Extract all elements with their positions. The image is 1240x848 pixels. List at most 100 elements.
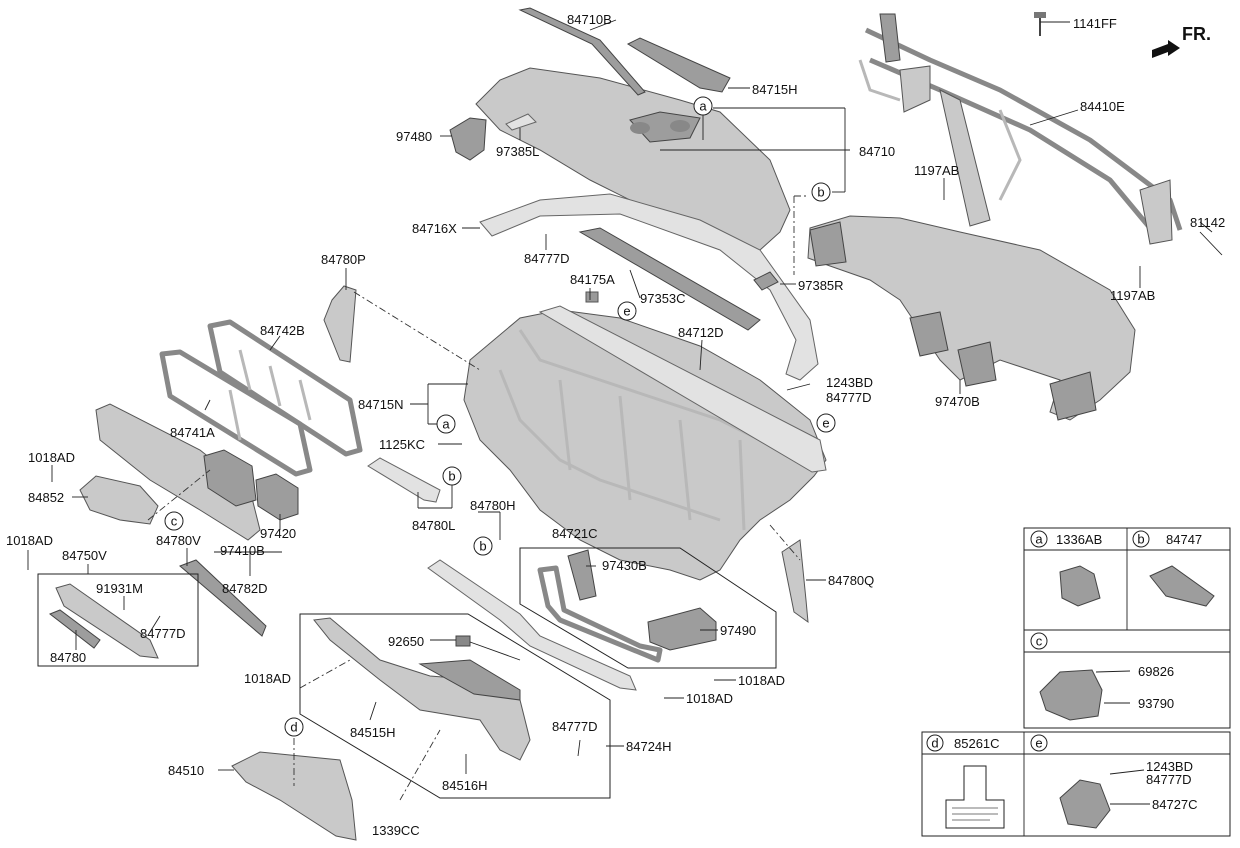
legend-b-part: 84747 <box>1166 532 1202 547</box>
svg-text:a: a <box>1035 532 1043 547</box>
cover-97385R <box>753 271 779 291</box>
callout-c-left: c <box>164 511 184 531</box>
glove-box-housing-84724H <box>313 617 531 761</box>
legend-e-part3: 84727C <box>1152 797 1198 812</box>
legend-table <box>921 527 1231 837</box>
label-84410E: 84410E <box>1080 99 1125 114</box>
label-84710: 84710 <box>859 144 895 159</box>
label-84777D-glove: 84777D <box>552 719 598 734</box>
label-84710B: 84710B <box>567 12 612 27</box>
svg-text:b: b <box>479 539 486 554</box>
vent-97490 <box>647 607 717 651</box>
label-1243BD-mid: 1243BD <box>826 375 873 390</box>
label-84721C: 84721C <box>552 526 598 541</box>
legend-cell-c: c 69826 93790 <box>1030 632 1174 721</box>
label-85261C-icon <box>945 765 1005 829</box>
group-box-84750V <box>37 573 199 667</box>
callout-d-glove: d <box>284 717 304 737</box>
callout-a-top: a <box>693 96 713 116</box>
callout-b-mid: b <box>442 466 462 486</box>
callout-e-mid: e <box>816 413 836 433</box>
trim-91931M <box>55 583 159 659</box>
label-84175A: 84175A <box>570 272 615 287</box>
label-84780V: 84780V <box>156 533 201 548</box>
vent-97430B <box>567 549 597 601</box>
glove-box-lid-84510 <box>231 751 357 841</box>
legend-cell-d: d 85261C <box>926 734 1005 829</box>
lower-panel-84782D <box>95 403 261 541</box>
label-97420: 97420 <box>260 526 296 541</box>
label-97480: 97480 <box>396 129 432 144</box>
svg-text:d: d <box>290 720 297 735</box>
label-84780Q: 84780Q <box>828 573 874 588</box>
label-1018AD-r1: 1018AD <box>738 673 785 688</box>
strip-84780V <box>179 559 267 637</box>
trim-84780H <box>427 559 637 691</box>
label-92650-icon <box>455 635 471 647</box>
svg-text:b: b <box>817 185 824 200</box>
label-84741A: 84741A <box>170 425 215 440</box>
label-1197AB-bottom: 1197AB <box>1110 288 1155 303</box>
label-97430B: 97430B <box>602 558 647 573</box>
frame-84721C <box>537 565 663 663</box>
svg-text:a: a <box>699 99 707 114</box>
crash-pad-upper <box>475 67 791 251</box>
part-84727C-icon <box>1059 779 1111 829</box>
legend-a-part: 1336AB <box>1056 532 1102 547</box>
label-97410B: 97410B <box>220 543 265 558</box>
svg-text:c: c <box>1036 634 1043 649</box>
vent-97410B <box>203 449 257 507</box>
speaker-grille-84715H <box>626 37 731 93</box>
legend-c-part1: 69826 <box>1138 664 1174 679</box>
label-84852: 84852 <box>28 490 64 505</box>
clip-1336AB-icon <box>1059 565 1101 607</box>
front-arrow-icon <box>1152 40 1180 58</box>
svg-text:e: e <box>623 304 630 319</box>
label-84724H: 84724H <box>626 739 672 754</box>
label-1018AD-far: 1018AD <box>6 533 53 548</box>
svg-text:c: c <box>171 514 178 529</box>
label-84510: 84510 <box>168 763 204 778</box>
cover-97385L <box>505 113 537 131</box>
label-97470B: 97470B <box>935 394 980 409</box>
vent-97480 <box>449 117 487 161</box>
label-91931M: 91931M <box>96 581 143 596</box>
label-92650: 92650 <box>388 634 424 649</box>
label-1141FF: 1141FF <box>1073 16 1117 31</box>
bezel-84742B <box>207 319 363 457</box>
label-84777D-mid: 84777D <box>826 390 872 405</box>
label-84715H: 84715H <box>752 82 798 97</box>
group-box-84721C <box>519 547 777 669</box>
label-97385R: 97385R <box>798 278 844 293</box>
label-1018AD-glove: 1018AD <box>244 671 291 686</box>
svg-text:a: a <box>442 417 450 432</box>
label-84780L: 84780L <box>412 518 455 533</box>
label-84750V: 84750V <box>62 548 107 563</box>
label-84712D: 84712D <box>678 325 724 340</box>
label-84780H: 84780H <box>470 498 516 513</box>
svg-text:d: d <box>931 736 938 751</box>
legend-cell-b: b 84747 <box>1132 530 1215 607</box>
legend-c-part2: 93790 <box>1138 696 1174 711</box>
label-97490: 97490 <box>720 623 756 638</box>
label-84780: 84780 <box>50 650 86 665</box>
label-84715N: 84715N <box>358 397 404 412</box>
air-duct-97470B <box>807 215 1136 421</box>
svg-text:b: b <box>1137 532 1144 547</box>
trim-84780Q <box>781 539 809 624</box>
label-1018AD-left: 1018AD <box>28 450 75 465</box>
legend-cell-a: a 1336AB <box>1030 530 1102 607</box>
svg-text:e: e <box>1035 736 1042 751</box>
callout-b-lower: b <box>473 536 493 556</box>
crash-pad-main-84712D <box>463 305 827 581</box>
label-84780P: 84780P <box>321 252 366 267</box>
label-97385L: 97385L <box>496 144 539 159</box>
svg-text:b: b <box>448 469 455 484</box>
label-97353C: 97353C <box>640 291 686 306</box>
group-box-84724H <box>299 613 611 799</box>
label-84515H: 84515H <box>350 725 396 740</box>
label-1018AD-r2: 1018AD <box>686 691 733 706</box>
callout-b-top: b <box>811 182 831 202</box>
label-1339CC: 1339CC <box>372 823 420 838</box>
